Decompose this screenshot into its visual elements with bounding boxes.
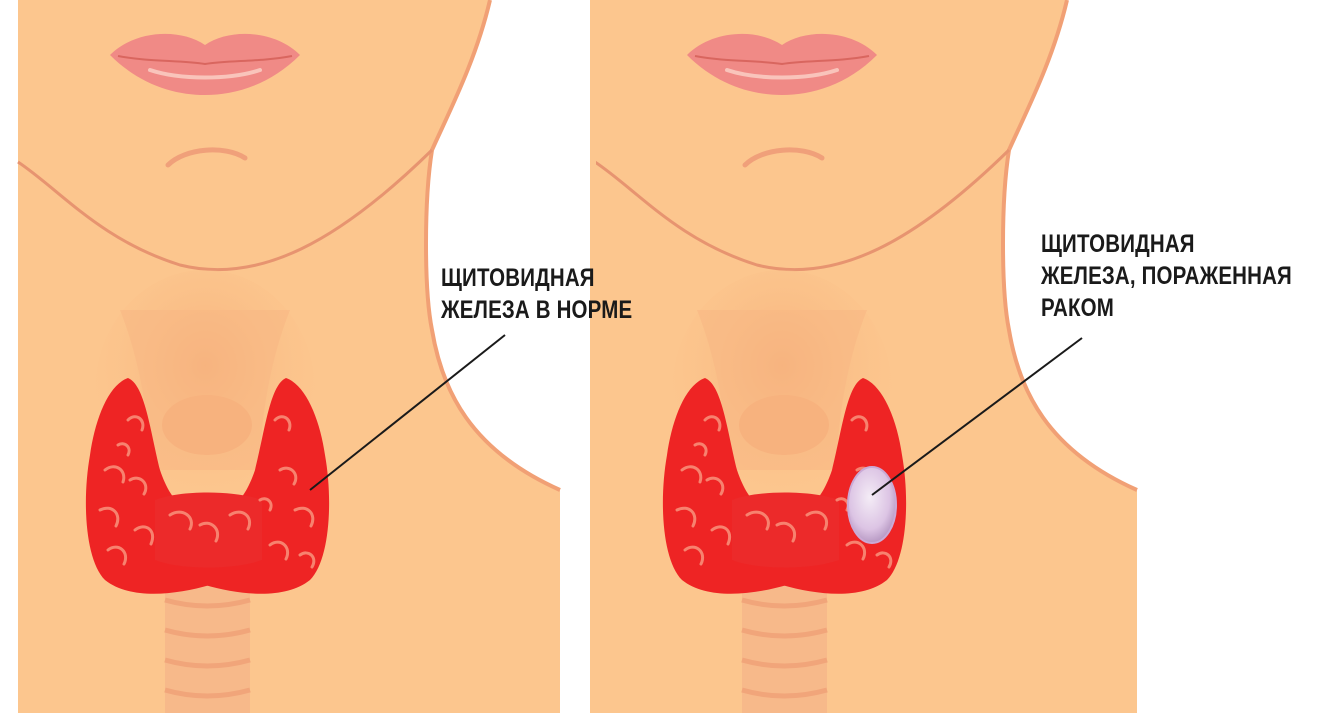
cancer-thyroid-label: ЩИТОВИДНАЯ ЖЕЛЕЗА, ПОРАЖЕННАЯ РАКОМ (1041, 228, 1292, 324)
label-line: ЩИТОВИДНАЯ (1041, 228, 1292, 260)
normal-thyroid-label: ЩИТОВИДНАЯ ЖЕЛЕЗА В НОРМЕ (441, 262, 632, 326)
label-line: ЖЕЛЕЗА, ПОРАЖЕННАЯ (1041, 260, 1292, 292)
label-line: ЖЕЛЕЗА В НОРМЕ (441, 294, 632, 326)
cancer-thyroid-figure (570, 0, 1137, 713)
panel-divider (562, 0, 592, 713)
normal-thyroid-figure (18, 0, 560, 713)
tumor (848, 467, 896, 543)
label-line: РАКОМ (1041, 292, 1292, 324)
label-line: ЩИТОВИДНАЯ (441, 262, 632, 294)
